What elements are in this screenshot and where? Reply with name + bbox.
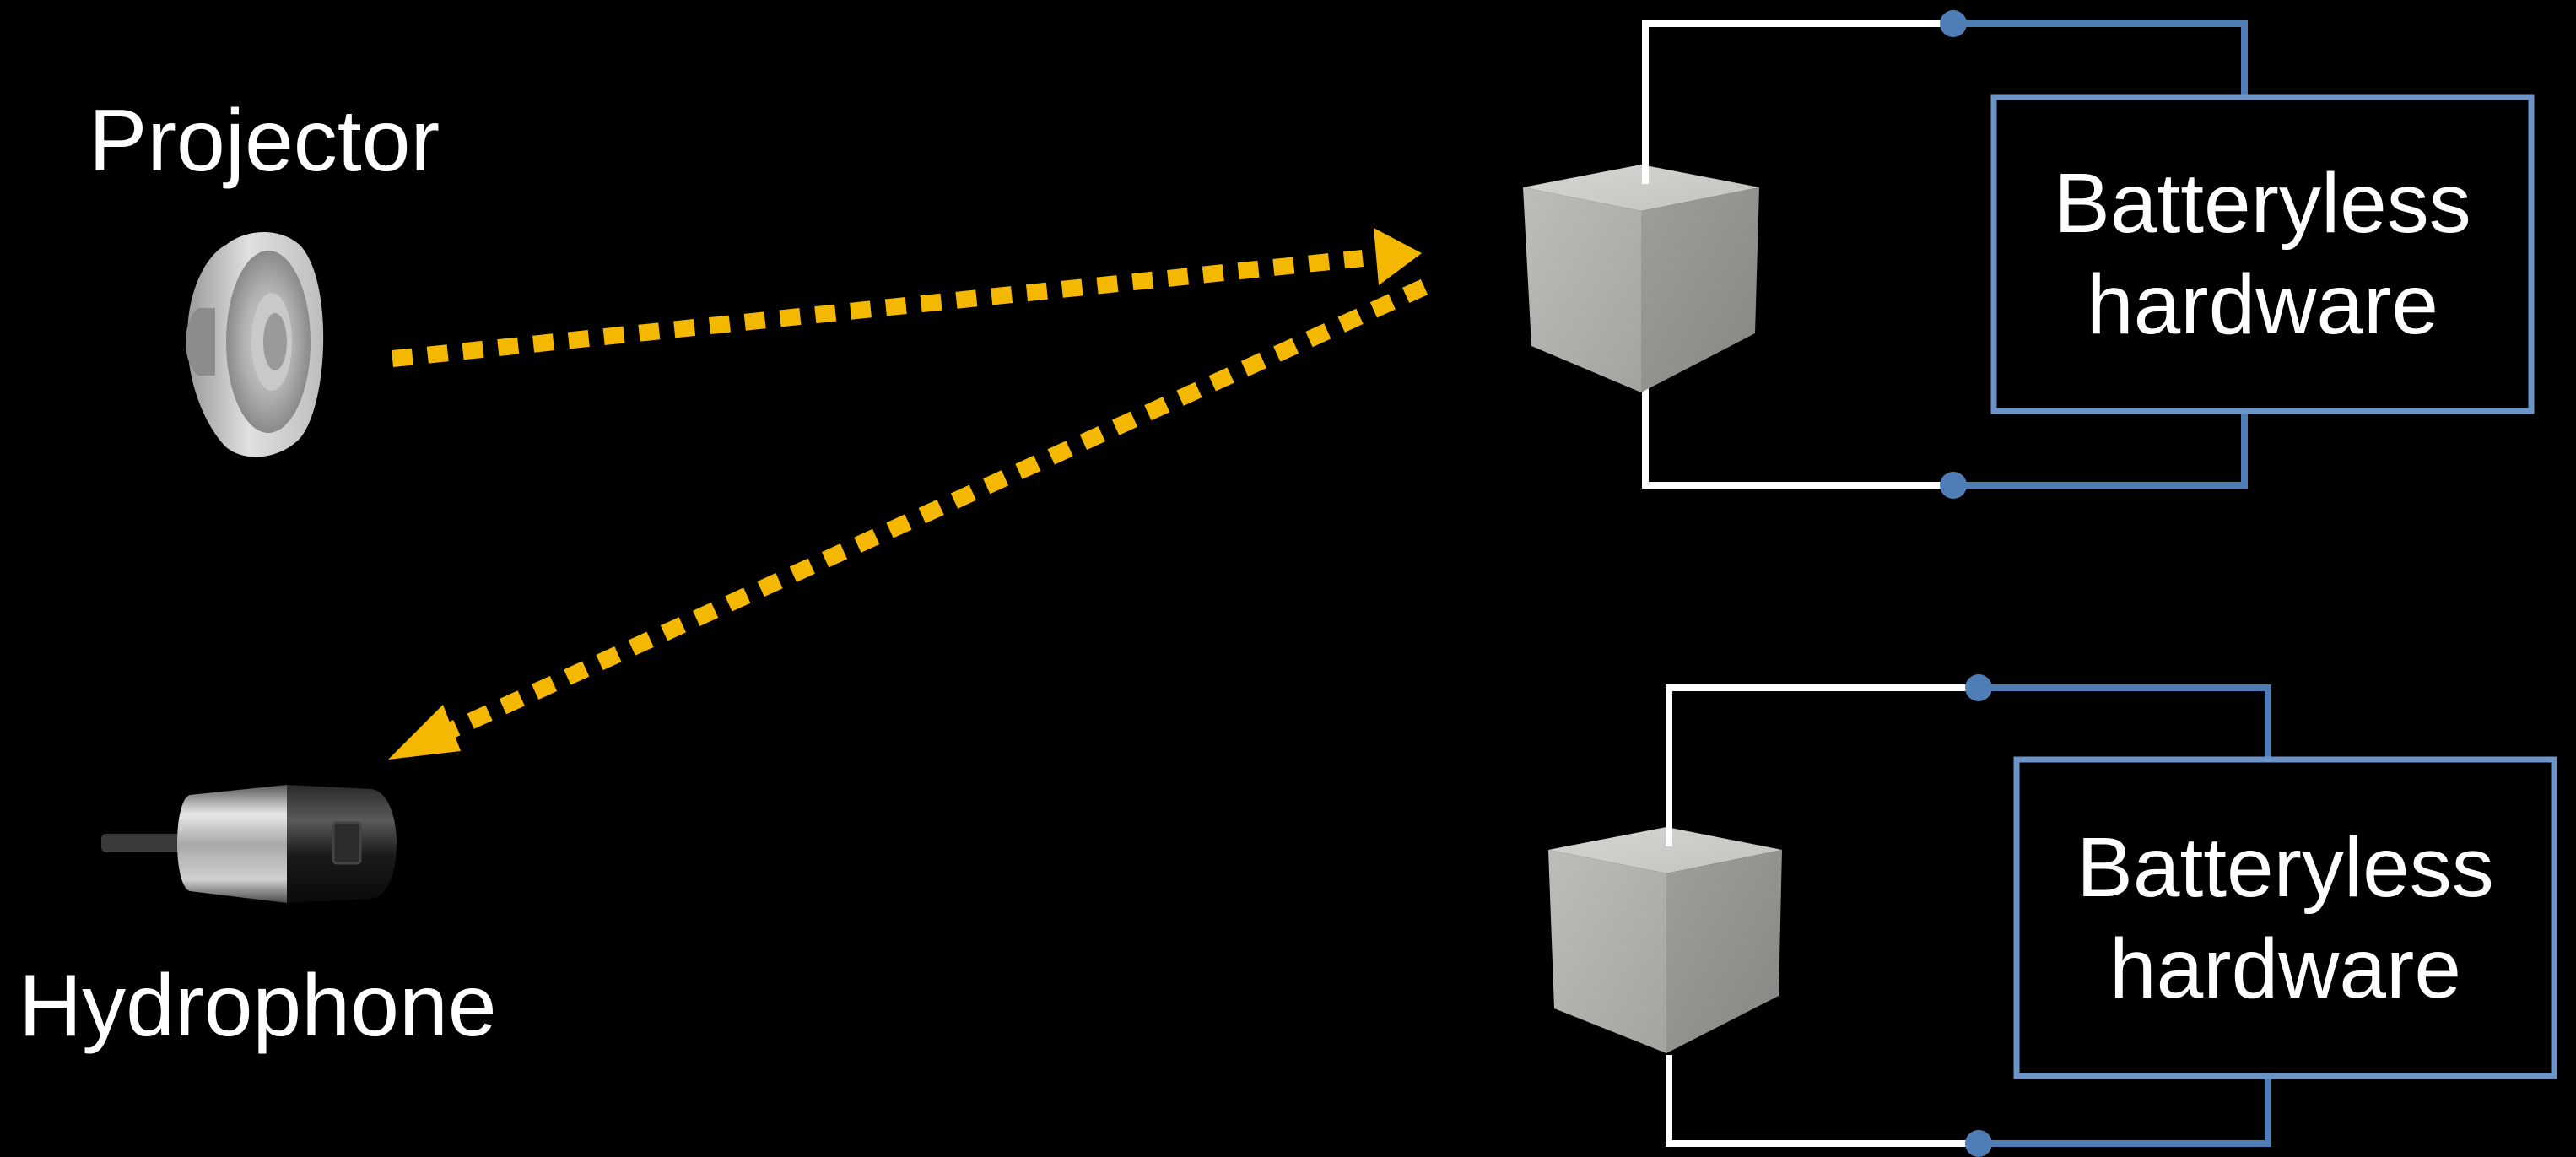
hydrophone-icon [101,785,397,903]
speaker-icon [186,231,324,457]
hardware-box-2 [2013,756,2557,1079]
hardware-label-1: Batteryless hardware [1994,97,2531,411]
hydrophone-label: Hydrophone [19,957,497,1055]
junction-dot [1940,472,1967,499]
uplink-arrow [388,278,1428,760]
junction-dot [1965,1130,1992,1157]
junction-dot [1965,674,1992,701]
node-1-circuit [1642,10,2248,499]
node-2-circuit [1666,674,2271,1157]
downlink-arrow [391,228,1422,367]
cube-icon [1548,827,1782,1053]
hardware-label-line1: Batteryless [2076,819,2494,915]
junction-dot [1940,10,1967,37]
hardware-label-line1: Batteryless [2054,156,2471,251]
hardware-box-1 [1990,94,2535,414]
hardware-label-line2: hardware [2109,921,2461,1016]
hardware-label-2: Batteryless hardware [2017,760,2554,1076]
hardware-label-line2: hardware [2087,257,2438,352]
projector-label: Projector [89,92,440,190]
cube-icon [1523,165,1759,392]
